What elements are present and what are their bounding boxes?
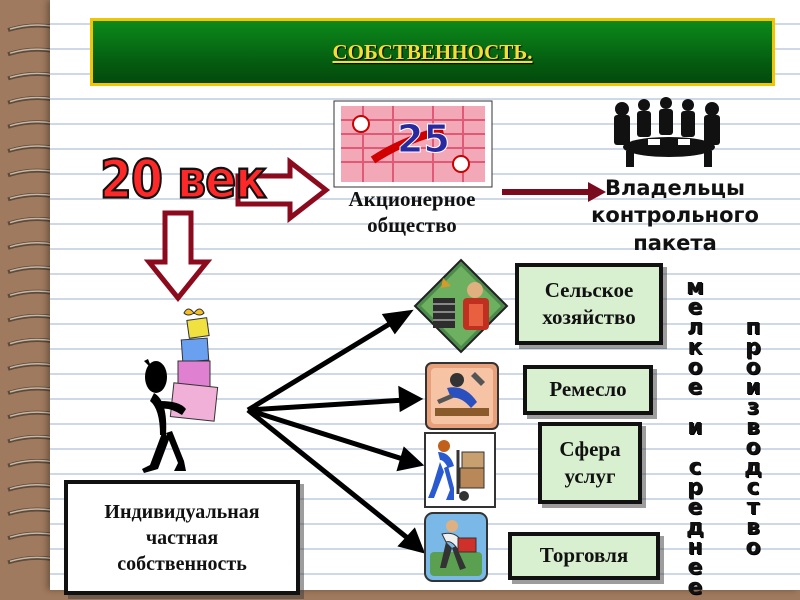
business-meeting-icon — [614, 97, 720, 167]
vertical-label-right: п р о и з в о д с т в о — [744, 315, 762, 560]
gift-boxes-carrier-icon — [142, 308, 219, 473]
delivery-worker-icon — [424, 432, 496, 508]
arrow-fan — [246, 309, 426, 554]
sector-trade: Торговля — [508, 532, 660, 580]
vertical-label-left: м е л к о е и с р е д н е е — [686, 275, 704, 600]
title-banner: СОБСТВЕННОСТЬ. — [90, 18, 775, 86]
block-arrow-down — [143, 210, 213, 302]
block-arrow-right — [235, 156, 331, 224]
agriculture-icon — [413, 258, 509, 354]
stock-certificate-icon: 25 — [333, 100, 493, 188]
trader-icon — [424, 512, 488, 582]
page-title: СОБСТВЕННОСТЬ. — [332, 39, 533, 64]
sector-crafts: Ремесло — [523, 365, 653, 415]
svg-text:25: 25 — [397, 117, 450, 161]
craftsman-icon — [425, 362, 499, 430]
century-label: 20 век — [99, 147, 268, 211]
